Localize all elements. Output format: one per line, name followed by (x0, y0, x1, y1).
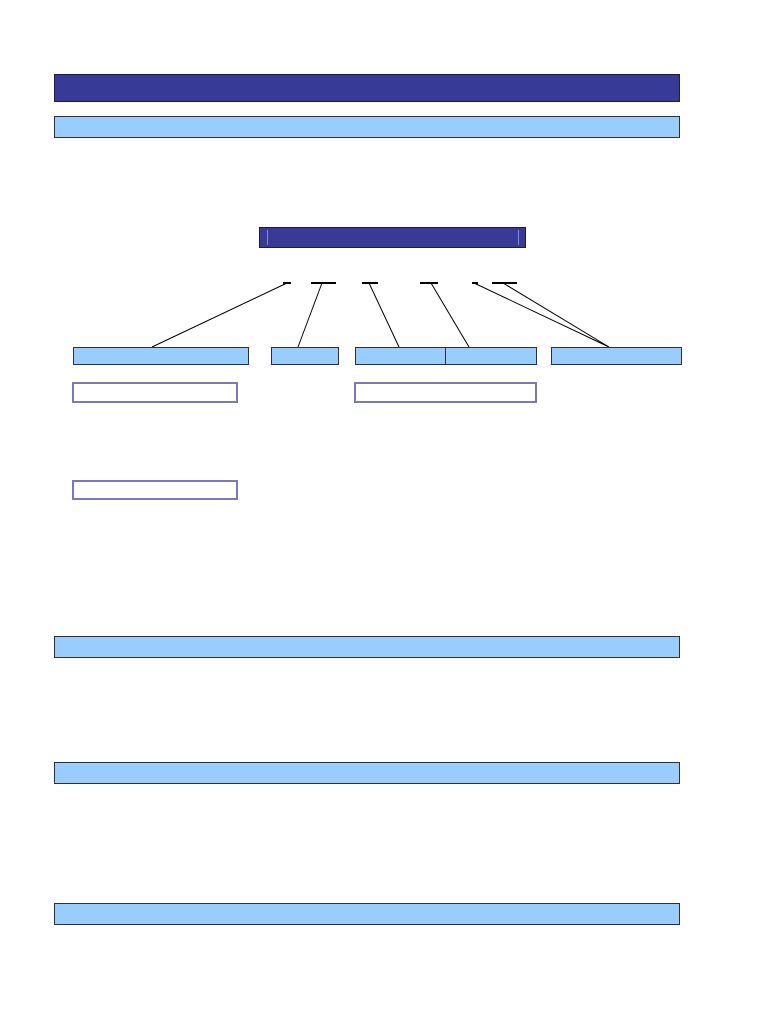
connector-line-3 (368, 282, 400, 348)
code-title-box (259, 227, 526, 248)
code-title-inner-right (518, 230, 519, 245)
code-segment-tick-6 (492, 282, 517, 284)
description-box-1 (72, 382, 238, 403)
connector-line-6 (502, 282, 610, 348)
field-box-4 (445, 347, 537, 365)
code-segment-tick-3 (362, 282, 378, 284)
field-box-3 (355, 347, 446, 365)
section-bar-3 (54, 903, 680, 925)
subtitle-bar (54, 116, 680, 138)
page-title-bar (54, 74, 680, 102)
code-title-inner-left (267, 230, 268, 245)
description-box-2 (354, 382, 537, 403)
field-box-5 (551, 347, 682, 365)
section-bar-1 (54, 636, 680, 658)
connector-line-4 (430, 282, 470, 348)
description-box-3 (72, 480, 238, 500)
section-bar-2 (54, 762, 680, 784)
field-box-2 (271, 347, 339, 365)
connector-line-5 (473, 282, 610, 348)
connector-line-2 (297, 282, 323, 348)
connector-line-1 (151, 282, 288, 348)
code-segment-tick-2 (311, 282, 336, 284)
code-segment-tick-4 (420, 282, 438, 284)
field-box-1 (73, 347, 249, 365)
